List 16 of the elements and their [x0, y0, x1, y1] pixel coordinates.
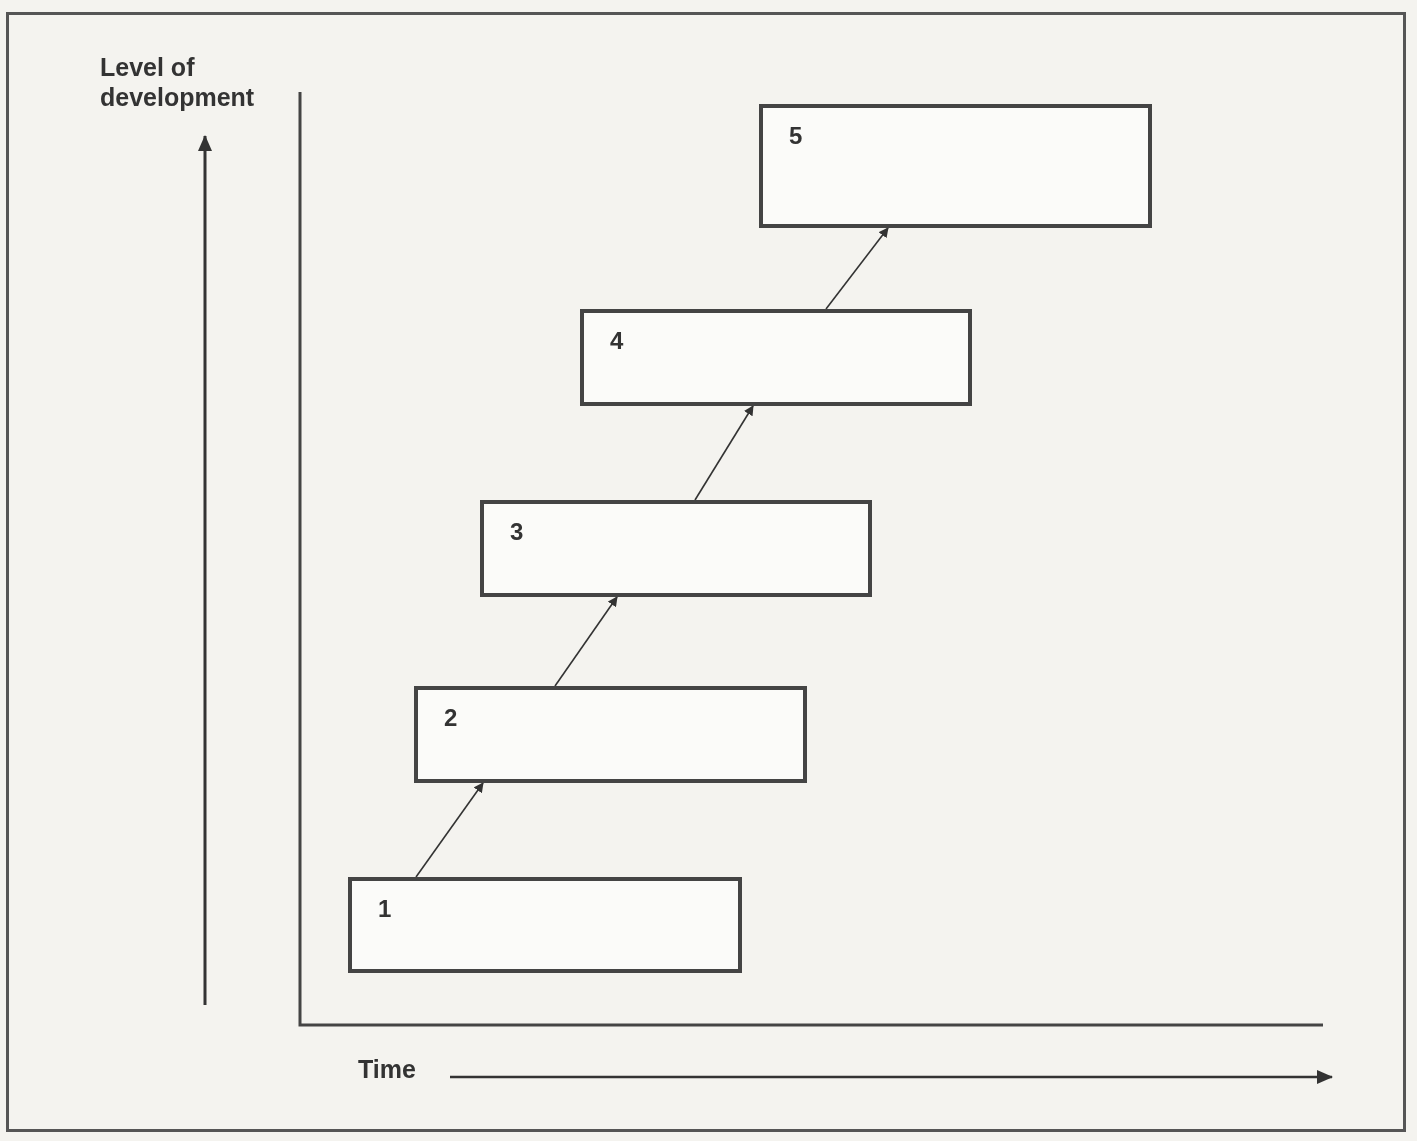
stage-box: [580, 309, 972, 406]
arrow: [554, 596, 618, 687]
axis-label: Time: [358, 1054, 416, 1084]
axis-label: Level of development: [100, 52, 256, 112]
stage-number: 4: [610, 327, 624, 355]
arrow: [415, 782, 484, 878]
stage-box: [759, 104, 1152, 228]
stage-box: [348, 877, 742, 973]
stage-number: 5: [789, 122, 803, 150]
stage-number: 1: [378, 895, 392, 923]
stage-box: [414, 686, 807, 783]
stage-number: 3: [510, 518, 524, 546]
arrow: [694, 405, 754, 501]
stage-box: [480, 500, 872, 597]
stage-number: 2: [444, 704, 458, 732]
arrow: [825, 227, 889, 310]
